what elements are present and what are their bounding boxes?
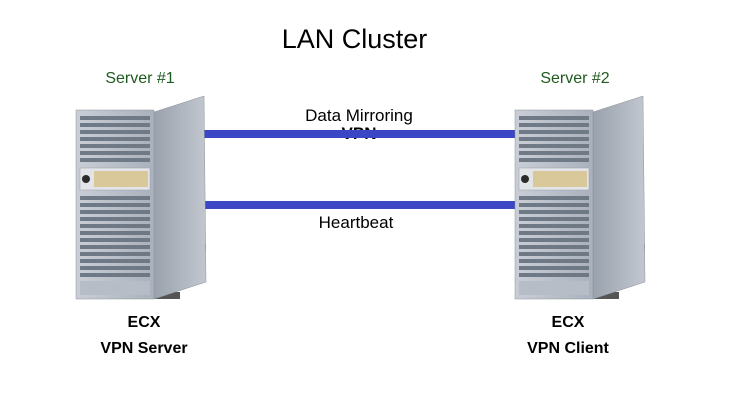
server-2-caption: ECX VPN Client — [478, 310, 658, 362]
server-1-caption: ECX VPN Server — [54, 310, 234, 362]
server-2-caption-product: ECX — [551, 314, 585, 331]
heartbeat-link — [204, 201, 518, 209]
data-mirroring-link — [204, 130, 518, 138]
heartbeat-label: Heartbeat — [318, 213, 394, 232]
server-1-caption-role: VPN Server — [100, 340, 188, 357]
server-2-caption-role: VPN Client — [527, 340, 609, 357]
server-1-label: Server #1 — [105, 70, 175, 87]
data-mirroring-label: Data Mirroring — [305, 106, 413, 125]
server-1-tower — [75, 95, 207, 300]
server-2-label: Server #2 — [540, 70, 610, 87]
server-1-caption-product: ECX — [127, 314, 161, 331]
diagram-title: LAN Cluster — [281, 24, 428, 54]
server-2-tower — [514, 95, 646, 300]
